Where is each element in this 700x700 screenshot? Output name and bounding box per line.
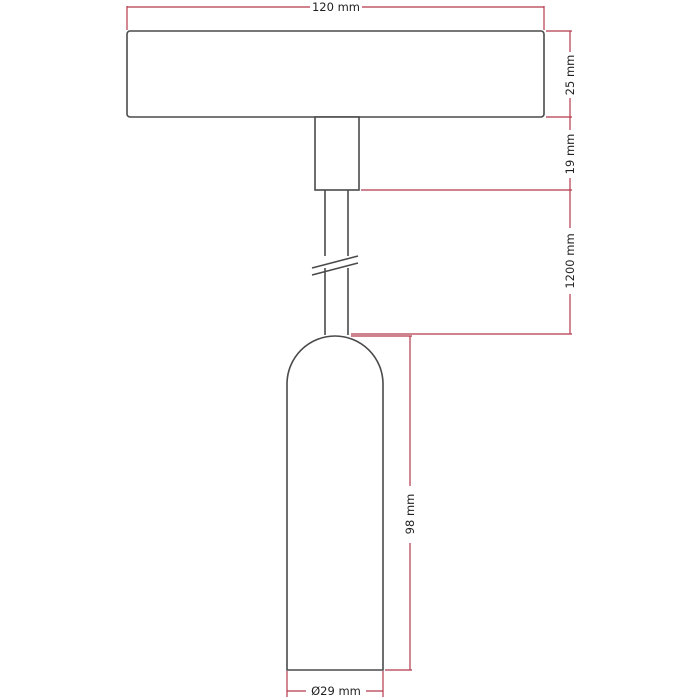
cable xyxy=(311,190,359,335)
cable-grip-height-dimension: 19 mm xyxy=(361,117,577,191)
shade-diameter-dimension: Ø29 mm xyxy=(286,671,384,698)
canopy-width-label: 120 mm xyxy=(312,0,360,14)
cable-length-label: 1200 mm xyxy=(563,233,577,288)
shade-diameter-label: Ø29 mm xyxy=(311,684,361,698)
cable-length-dimension: 1200 mm xyxy=(351,190,577,335)
cable-grip-height-label: 19 mm xyxy=(563,134,577,175)
lamp-shade xyxy=(286,335,384,671)
canopy-height-dimension: 25 mm xyxy=(546,30,577,118)
canopy-height-label: 25 mm xyxy=(563,55,577,96)
shade-height-dimension: 98 mm xyxy=(351,335,417,671)
canopy-width-dimension: 120 mm xyxy=(126,0,545,30)
cable-grip xyxy=(314,116,360,191)
ceiling-canopy xyxy=(126,30,545,118)
shade-height-label: 98 mm xyxy=(403,494,417,535)
